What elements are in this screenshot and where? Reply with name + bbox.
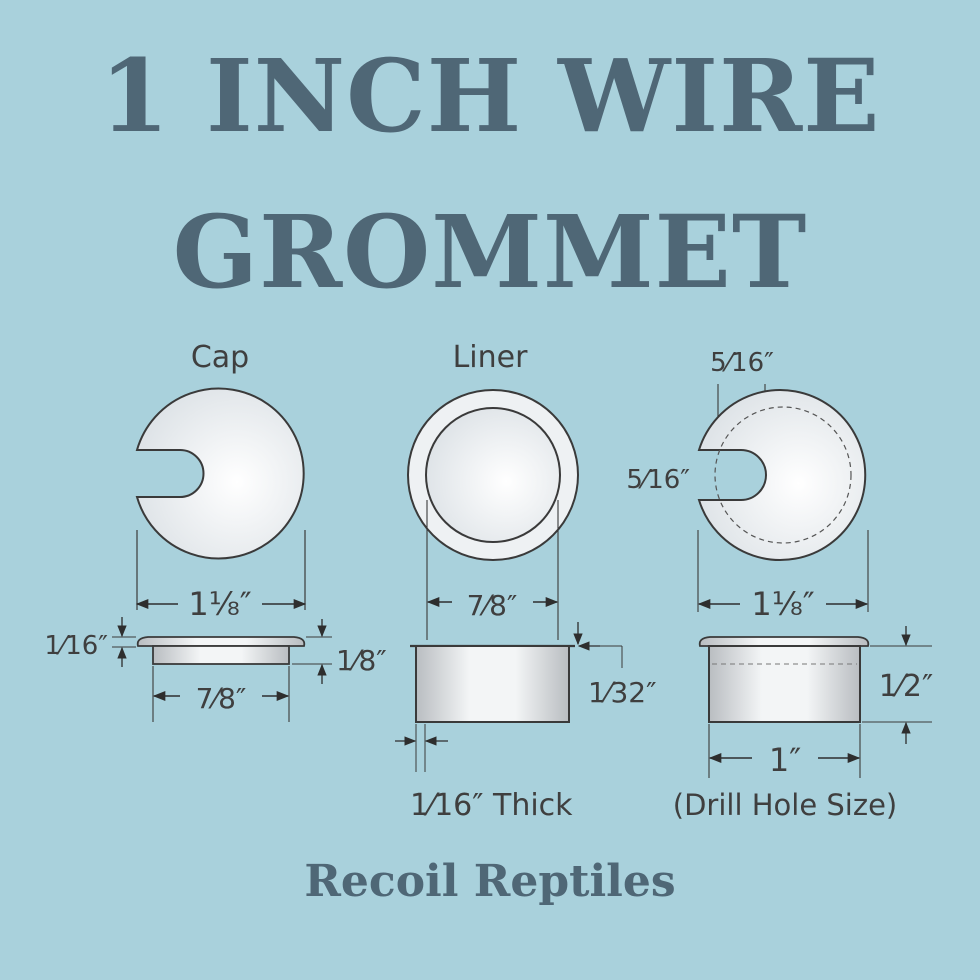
liner-thickness-label: 1⁄16″ Thick [410, 788, 573, 823]
cap-side-view [136, 636, 306, 647]
liner-inner-label: 7⁄8″ [467, 589, 518, 622]
drill-size-label: 1″ [769, 741, 801, 779]
drill-note: (Drill Hole Size) [673, 788, 897, 822]
assembly-side-flange [698, 636, 870, 647]
brand-name: Recoil Reptiles [304, 856, 676, 907]
liner-label: Liner [453, 340, 529, 375]
cap-label: Cap [191, 340, 249, 375]
title-line-2: GROMMET [172, 193, 808, 311]
cap-top-view [135, 387, 305, 560]
liner-top-view-inner [425, 407, 561, 543]
liner-side-view [415, 645, 570, 723]
assembly-height-label: 1⁄2″ [879, 669, 933, 704]
slot-depth-label: 5⁄16″ [626, 465, 690, 495]
slot-width-label: 5⁄16″ [710, 348, 774, 378]
cap-width-label: 1⅛″ [188, 585, 251, 623]
assembly-width-label: 1⅛″ [751, 585, 814, 623]
title-line-1: 1 INCH WIRE [99, 37, 881, 155]
cap-inner-label: 7⁄8″ [196, 682, 247, 715]
cap-side-body [152, 645, 290, 665]
assembly-side-body [708, 645, 861, 723]
cap-height-label: 1⁄8″ [336, 644, 387, 677]
cap-flange-thickness-label: 1⁄16″ [44, 631, 108, 661]
assembly-hidden-ring [714, 406, 852, 544]
liner-lip-label: 1⁄32″ [588, 676, 657, 709]
assembly-top-view [697, 389, 867, 561]
